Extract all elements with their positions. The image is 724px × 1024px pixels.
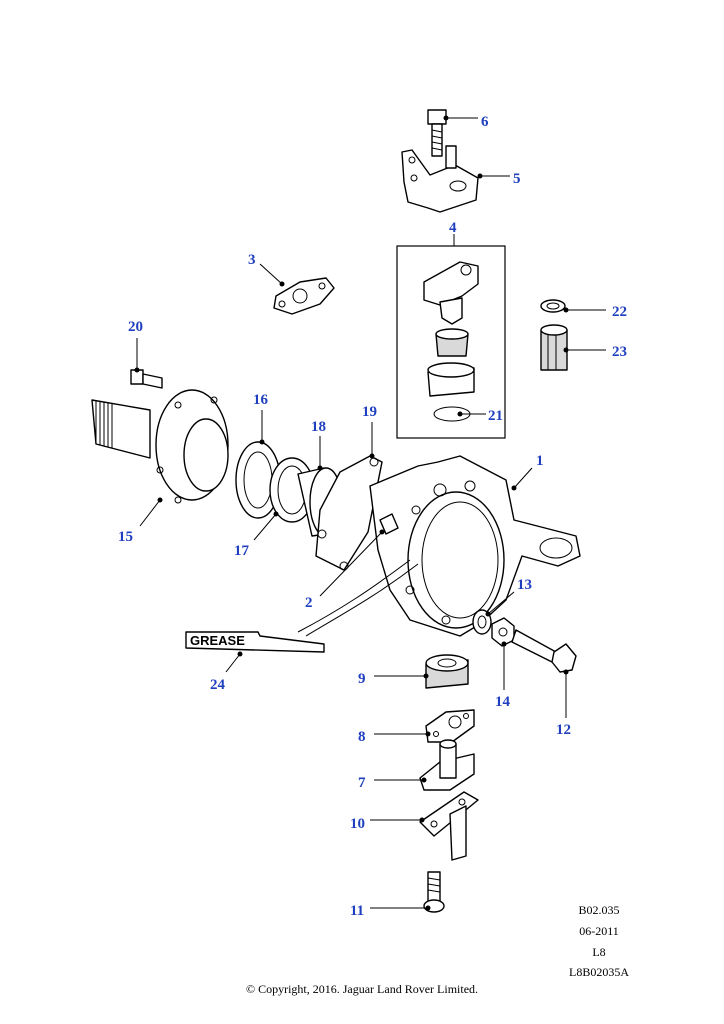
callout-5: 5 (477, 171, 521, 187)
callout-label: 10 (350, 816, 365, 832)
part-9-bearing (425, 654, 469, 689)
callout-label: 23 (612, 344, 627, 360)
callout-6: 6 (443, 114, 489, 130)
callout-18: 18 (311, 419, 326, 471)
callout-label: 16 (253, 392, 269, 408)
callout-11: 11 (350, 903, 431, 919)
callout-label: 6 (481, 114, 489, 130)
callout-22: 22 (563, 304, 627, 320)
figure-level: L8 (592, 945, 606, 959)
callout-label: 24 (210, 677, 226, 693)
callout-label: 19 (362, 404, 377, 420)
part-3-gasket (273, 277, 335, 315)
callout-label: 11 (350, 903, 364, 919)
part-4-assembly-box (396, 245, 506, 439)
part-10-bracket (419, 791, 479, 861)
callout-23: 23 (563, 344, 627, 360)
copyright-notice: © Copyright, 2016. Jaguar Land Rover Lim… (245, 982, 479, 996)
callout-24: 24 (210, 651, 243, 693)
callout-label: 21 (488, 408, 503, 424)
callout-label: 2 (305, 595, 313, 611)
callout-label: 9 (358, 671, 366, 687)
callout-14: 14 (495, 641, 511, 710)
callout-12: 12 (556, 669, 571, 738)
callout-label: 1 (536, 453, 544, 469)
part-22-seal (540, 299, 566, 313)
callout-label: 4 (449, 220, 457, 236)
callout-10: 10 (350, 816, 425, 832)
part-12-bolt (511, 629, 577, 673)
part-7-lower-pin (419, 739, 475, 791)
callout-label: 5 (513, 171, 521, 187)
callout-13: 13 (485, 577, 532, 617)
callout-label: 3 (248, 252, 256, 268)
callout-9: 9 (358, 671, 429, 687)
part-24-grease-tag: GREASE (185, 631, 325, 653)
callout-label: 12 (556, 722, 571, 738)
callout-16: 16 (253, 392, 269, 445)
callout-label: 13 (517, 577, 532, 593)
callout-20: 20 (128, 319, 143, 373)
grease-label: GREASE (190, 633, 245, 648)
callout-label: 8 (358, 729, 366, 745)
part-23-needle-bearing (540, 324, 568, 371)
callout-label: 22 (612, 304, 627, 320)
part-15-stub-axle (91, 389, 229, 504)
callout-2: 2 (305, 529, 385, 611)
figure-code: L8B02035A (569, 965, 629, 979)
part-8-plate (425, 709, 475, 743)
callout-21: 21 (457, 408, 503, 424)
callout-4: 4 (449, 220, 457, 246)
callout-8: 8 (358, 729, 431, 745)
callout-label: 15 (118, 529, 133, 545)
part-1-swivel-housing (369, 455, 581, 637)
part-6-bolt (427, 109, 447, 157)
callout-label: 17 (234, 543, 250, 559)
callout-1: 1 (511, 453, 544, 491)
callout-label: 7 (358, 775, 366, 791)
part-2-grease-nipple (379, 513, 399, 535)
figure-date: 06-2011 (579, 924, 619, 938)
callout-7: 7 (358, 775, 427, 791)
callout-19: 19 (362, 404, 377, 459)
figure-reference: B02.035 (578, 903, 620, 917)
callout-17: 17 (234, 511, 279, 559)
callout-label: 14 (495, 694, 511, 710)
callout-label: 18 (311, 419, 326, 435)
grease-lines (297, 559, 419, 637)
part-20-bolt (130, 369, 163, 389)
callout-3: 3 (248, 252, 285, 287)
callout-15: 15 (118, 497, 163, 545)
part-5-bracket (401, 145, 479, 213)
callout-label: 20 (128, 319, 143, 335)
